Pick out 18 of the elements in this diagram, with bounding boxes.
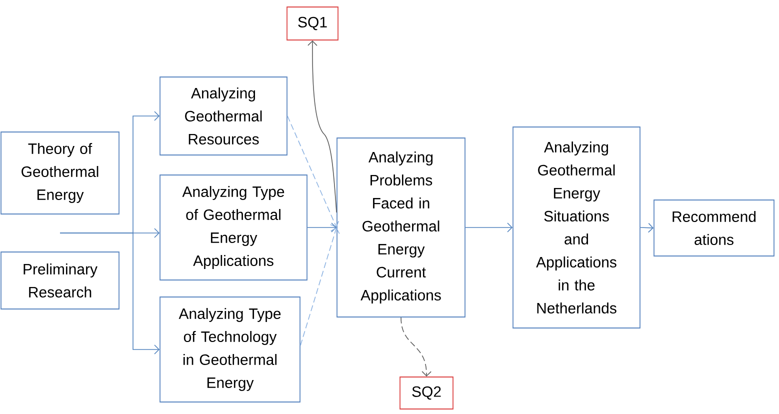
arrow (308, 40, 337, 213)
arrow (307, 222, 337, 232)
process-box: Analyzing Type of Geothermal Energy Applications (160, 174, 308, 280)
question-box: SQ1 (286, 6, 338, 40)
arrow (640, 222, 654, 233)
process-box: Preliminary Research (0, 252, 120, 310)
question-box: SQ2 (400, 376, 454, 410)
arrow (300, 228, 340, 346)
arrow (287, 116, 340, 228)
arrow (465, 222, 513, 232)
process-box: Recommend ations (654, 200, 774, 256)
process-box: Theory of Geothermal Energy (0, 132, 120, 214)
arrow (60, 232, 160, 354)
arrow (400, 317, 432, 377)
process-box: Analyzing Geothermal Resources (160, 76, 288, 156)
process-box: Analyzing Type of Technology in Geothermal Energy (160, 296, 300, 402)
process-box: Analyzing Geothermal Energy Situations and Applications in the Netherlands (512, 126, 640, 328)
process-box: Analyzing Problems Faced in Geothermal Energy Current Applications (336, 138, 466, 318)
